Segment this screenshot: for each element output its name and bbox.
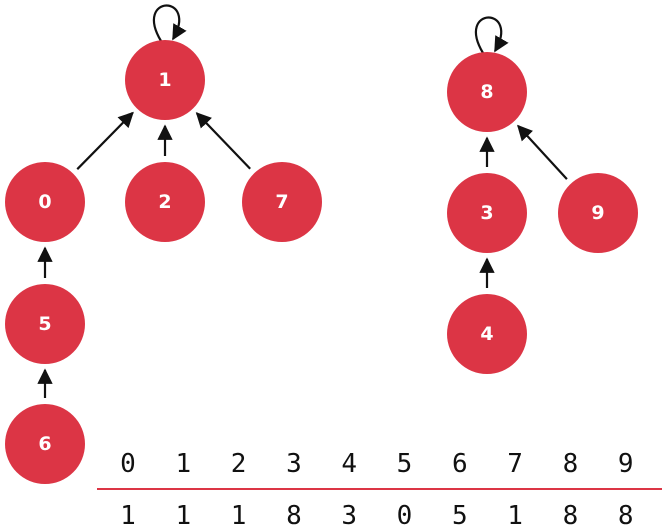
node-6: 6 bbox=[5, 404, 85, 484]
index-cell-7: 7 bbox=[507, 449, 523, 479]
node-circle bbox=[5, 162, 85, 242]
index-cell-0: 0 bbox=[120, 449, 136, 479]
node-8: 8 bbox=[447, 52, 527, 132]
node-9: 9 bbox=[558, 173, 638, 253]
index-cell-1: 1 bbox=[175, 449, 191, 479]
parent-array-table: 0 1 2 3 4 5 6 7 8 9 1 1 1 8 3 0 5 1 8 8 bbox=[97, 449, 662, 531]
parent-cell-9: 8 bbox=[618, 501, 634, 531]
parent-cell-6: 5 bbox=[452, 501, 468, 531]
parent-cell-5: 0 bbox=[397, 501, 413, 531]
index-cell-5: 5 bbox=[397, 449, 413, 479]
nodes-layer: 0 1 2 3 4 5 6 7 8 9 bbox=[5, 40, 638, 484]
node-circle bbox=[125, 40, 205, 120]
node-circle bbox=[447, 294, 527, 374]
parent-cell-4: 3 bbox=[341, 501, 357, 531]
edge-0-to-1 bbox=[76, 111, 134, 170]
node-0: 0 bbox=[5, 162, 85, 242]
node-label: 8 bbox=[480, 81, 493, 103]
node-circle bbox=[558, 173, 638, 253]
node-circle bbox=[125, 162, 205, 242]
parent-cell-1: 1 bbox=[175, 501, 191, 531]
edges-layer bbox=[37, 4, 568, 398]
parent-cell-7: 1 bbox=[507, 501, 523, 531]
index-cell-3: 3 bbox=[286, 449, 302, 479]
parent-cell-3: 8 bbox=[286, 501, 302, 531]
index-cell-2: 2 bbox=[231, 449, 247, 479]
node-label: 2 bbox=[158, 191, 171, 213]
node-label: 6 bbox=[38, 433, 51, 455]
node-3: 3 bbox=[447, 173, 527, 253]
node-circle bbox=[242, 162, 322, 242]
node-label: 7 bbox=[275, 191, 288, 213]
parent-cell-0: 1 bbox=[120, 501, 136, 531]
node-circle bbox=[5, 404, 85, 484]
edge-9-to-8 bbox=[517, 124, 568, 180]
index-cell-9: 9 bbox=[618, 449, 634, 479]
node-5: 5 bbox=[5, 284, 85, 364]
node-circle bbox=[5, 284, 85, 364]
node-label: 0 bbox=[38, 191, 51, 213]
node-4: 4 bbox=[447, 294, 527, 374]
node-circle bbox=[447, 173, 527, 253]
node-label: 1 bbox=[158, 69, 171, 91]
edge-7-to-1 bbox=[195, 112, 251, 170]
parent-cell-8: 8 bbox=[563, 501, 579, 531]
node-circle bbox=[447, 52, 527, 132]
edge-8-to-8 bbox=[475, 16, 509, 54]
edge-1-to-1 bbox=[153, 4, 187, 42]
node-label: 9 bbox=[591, 202, 604, 224]
index-cell-4: 4 bbox=[341, 449, 357, 479]
node-label: 5 bbox=[38, 313, 51, 335]
node-label: 3 bbox=[480, 202, 493, 224]
node-label: 4 bbox=[480, 323, 493, 345]
parent-cell-2: 1 bbox=[231, 501, 247, 531]
node-7: 7 bbox=[242, 162, 322, 242]
node-1: 1 bbox=[125, 40, 205, 120]
index-cell-8: 8 bbox=[563, 449, 579, 479]
index-cell-6: 6 bbox=[452, 449, 468, 479]
node-2: 2 bbox=[125, 162, 205, 242]
